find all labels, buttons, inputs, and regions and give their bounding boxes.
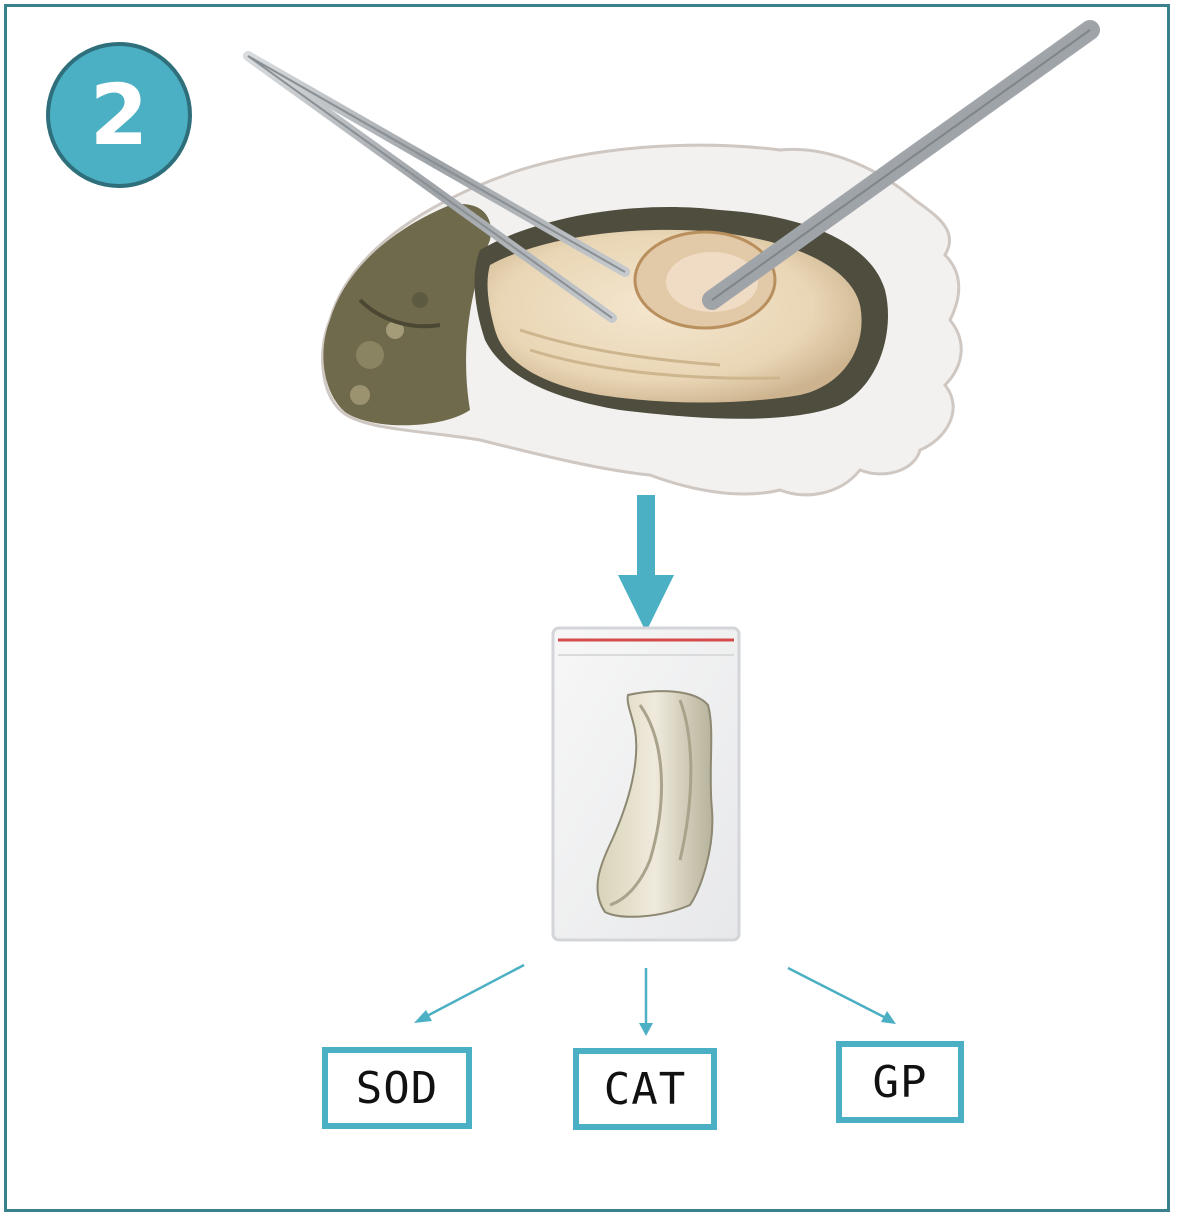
branch-arrow-sod: [414, 965, 524, 1023]
down-arrow: [618, 495, 674, 632]
oyster-outer-shell-texture: [323, 204, 491, 425]
barnacle: [356, 341, 384, 369]
assay-label-cat: CAT: [573, 1048, 717, 1130]
barnacle: [350, 385, 370, 405]
sample-bag: [553, 628, 739, 940]
branch-arrow-gp: [788, 968, 896, 1024]
barnacle: [412, 292, 428, 308]
assay-label-gp: GP: [836, 1041, 964, 1123]
branch-arrow-cat: [639, 968, 653, 1036]
assay-label-sod: SOD: [322, 1047, 472, 1129]
